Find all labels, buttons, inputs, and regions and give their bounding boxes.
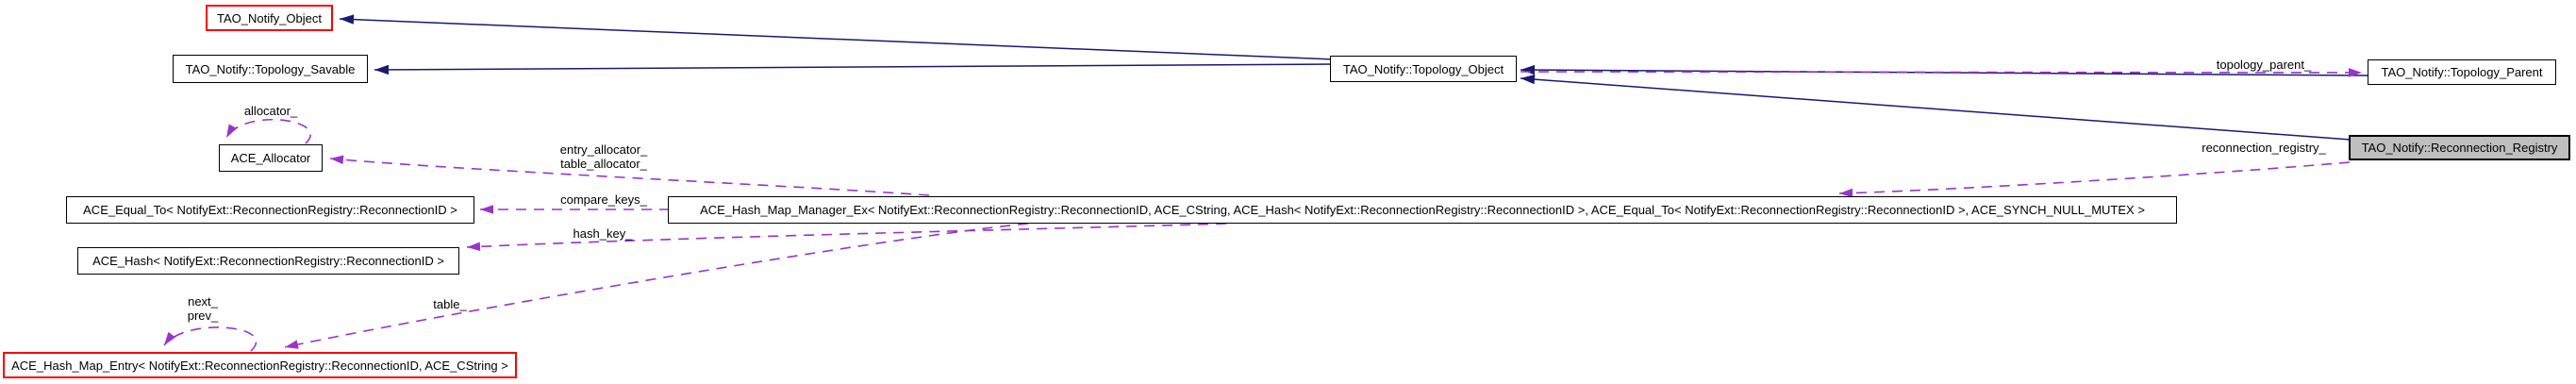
edge-label-entry-table-allocator: entry_allocator_ table_allocator_ (560, 142, 648, 171)
node-ace-hash[interactable]: ACE_Hash< NotifyExt::ReconnectionRegistr… (77, 247, 459, 275)
edge-usage-table (284, 223, 1029, 349)
node-ace-equal-to[interactable]: ACE_Equal_To< NotifyExt::ReconnectionReg… (66, 196, 474, 224)
edge-inherit-topology-object-to-topology-savable (374, 63, 1336, 75)
node-topology-savable[interactable]: TAO_Notify::Topology_Savable (173, 55, 368, 83)
node-reconnection-registry[interactable]: TAO_Notify::Reconnection_Registry (2349, 135, 2570, 160)
edge-inherit-topology-object-to-tao-notify-object (339, 14, 1336, 60)
edge-label-hash-key: hash_key_ (573, 226, 633, 241)
node-topology-object[interactable]: TAO_Notify::Topology_Object (1330, 56, 1517, 82)
edge-label-compare-keys: compare_keys_ (560, 192, 647, 207)
node-ace-hash-map-entry[interactable]: ACE_Hash_Map_Entry< NotifyExt::Reconnect… (3, 352, 517, 378)
node-ace-allocator[interactable]: ACE_Allocator (219, 144, 323, 172)
node-topology-parent[interactable]: TAO_Notify::Topology_Parent (2368, 59, 2556, 85)
edge-label-topology-parent: topology_parent_ (2216, 58, 2312, 72)
edge-label-entry-allocator: entry_allocator_ (559, 142, 648, 157)
edge-label-table: table_ (433, 297, 467, 311)
edge-usage-hash-key (466, 223, 1227, 252)
edge-label-next-prev: next_ prev_ (188, 294, 219, 323)
edge-inherit-topology-parent-to-topology-object (1520, 64, 2370, 76)
node-tao-notify-object[interactable]: TAO_Notify_Object (206, 5, 333, 31)
edge-label-reconnection-registry: reconnection_registry_ (2202, 141, 2326, 155)
node-hash-map-manager[interactable]: ACE_Hash_Map_Manager_Ex< NotifyExt::Reco… (668, 196, 2177, 224)
edge-label-next: next_ (188, 294, 218, 309)
edge-inherit-reconnection-registry-to-topology-object (1520, 74, 2352, 141)
edge-usage-topology-parent (1520, 68, 2363, 77)
edge-usage-allocator-self-loop (225, 118, 311, 144)
edge-usage-entry-table-allocator (329, 155, 930, 196)
edge-label-table-allocator: table_allocator_ (560, 157, 647, 171)
edge-label-allocator: allocator_ (243, 104, 298, 118)
edge-label-prev: prev_ (187, 309, 219, 323)
edge-usage-reconnection-registry (1838, 161, 2351, 198)
edge-usage-next-prev-self-loop (163, 326, 258, 352)
